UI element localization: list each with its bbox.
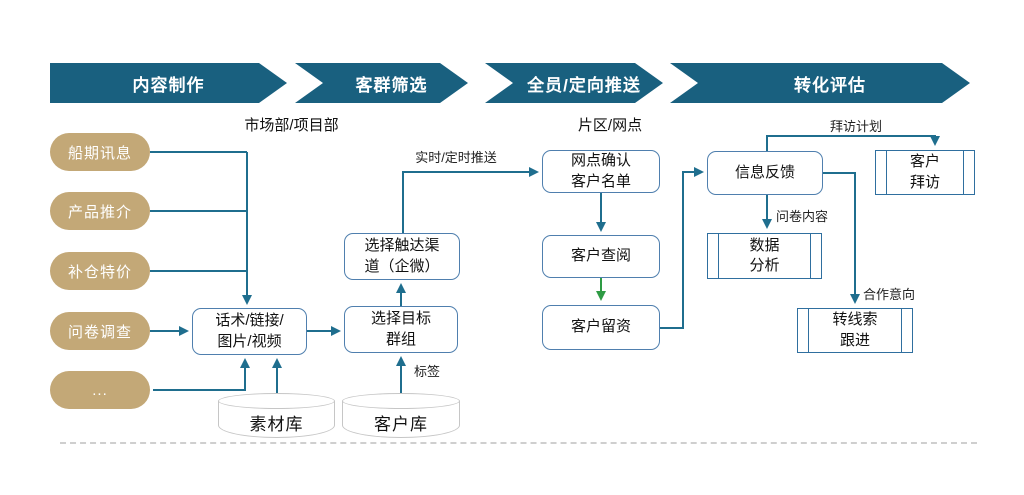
source-pill-more: ...	[50, 371, 150, 409]
source-pill-shipping-news: 船期讯息	[50, 133, 150, 171]
connector-feedback-to-leadfollow	[823, 172, 860, 304]
connector-retain-to-feedback	[660, 167, 704, 329]
node-line: 网点确认	[570, 152, 631, 170]
connector-channel-to-branchconfirm	[402, 167, 539, 233]
edge-label-survey-content: 问卷内容	[776, 209, 829, 224]
node-line: 选择触达渠	[364, 237, 440, 255]
node-customer-visit: 客户 拜访	[875, 150, 975, 195]
database-label: 素材库	[249, 415, 304, 434]
node-select-target-group: 选择目标 群组	[344, 306, 458, 353]
connector-more-to-assets	[153, 358, 250, 391]
cylinder-top	[342, 393, 460, 409]
stage-label: 全员/定向推送	[527, 75, 641, 95]
node-line: 选择目标	[370, 310, 431, 328]
node-line: 拜访	[909, 173, 940, 191]
node-line: 道（企微）	[364, 257, 440, 275]
node-line: 客户	[909, 153, 940, 171]
node-line: 数据	[749, 236, 780, 254]
sublabel-branch-network: 片区/网点	[577, 117, 643, 134]
connector-feedback-to-visit	[766, 135, 940, 151]
node-line: 话术/链接/	[215, 312, 284, 330]
stage-audience-filter: 客群筛选	[295, 63, 468, 103]
stage-label: 客群筛选	[355, 75, 428, 95]
node-select-channel: 选择触达渠 道（企微）	[344, 233, 460, 280]
node-lead-followup: 转线索 跟进	[797, 308, 913, 353]
node-customer-retain: 客户留资	[542, 305, 660, 350]
database-customer-library: 客户库	[342, 393, 460, 438]
stage-label: 内容制作	[132, 75, 205, 95]
source-pill-product-promo: 产品推介	[50, 192, 150, 230]
sublabel-marketing-dept: 市场部/项目部	[244, 117, 339, 134]
dashed-divider	[60, 442, 977, 444]
stage-conversion-evaluation: 转化评估	[670, 63, 970, 103]
source-pill-survey: 问卷调查	[50, 312, 150, 350]
stage-label: 转化评估	[794, 75, 866, 95]
node-line: 客户名单	[570, 172, 631, 190]
node-line: 图片/视频	[217, 332, 282, 350]
node-data-analysis: 数据 分析	[707, 233, 822, 279]
node-branch-confirm-list: 网点确认 客户名单	[542, 150, 660, 193]
source-pill-restock-special: 补仓特价	[50, 252, 150, 290]
node-line: 转线索	[832, 311, 878, 329]
cylinder-top	[218, 393, 335, 409]
database-label: 客户库	[374, 415, 428, 434]
edge-label-visit-plan: 拜访计划	[829, 119, 882, 134]
stage-content-production: 内容制作	[50, 63, 287, 103]
edge-label-tag: 标签	[414, 364, 441, 379]
node-customer-view: 客户查阅	[542, 235, 660, 278]
node-line: 群组	[385, 330, 416, 348]
node-line: 分析	[749, 257, 780, 274]
database-material-library: 素材库	[218, 393, 335, 438]
node-line: 跟进	[839, 331, 870, 349]
node-info-feedback: 信息反馈	[707, 151, 823, 195]
node-content-assets: 话术/链接/ 图片/视频	[192, 308, 307, 355]
stage-push: 全员/定向推送	[485, 63, 663, 103]
edge-label-cooperation-intent: 合作意向	[863, 287, 916, 302]
edge-label-realtime-push: 实时/定时推送	[415, 150, 497, 165]
